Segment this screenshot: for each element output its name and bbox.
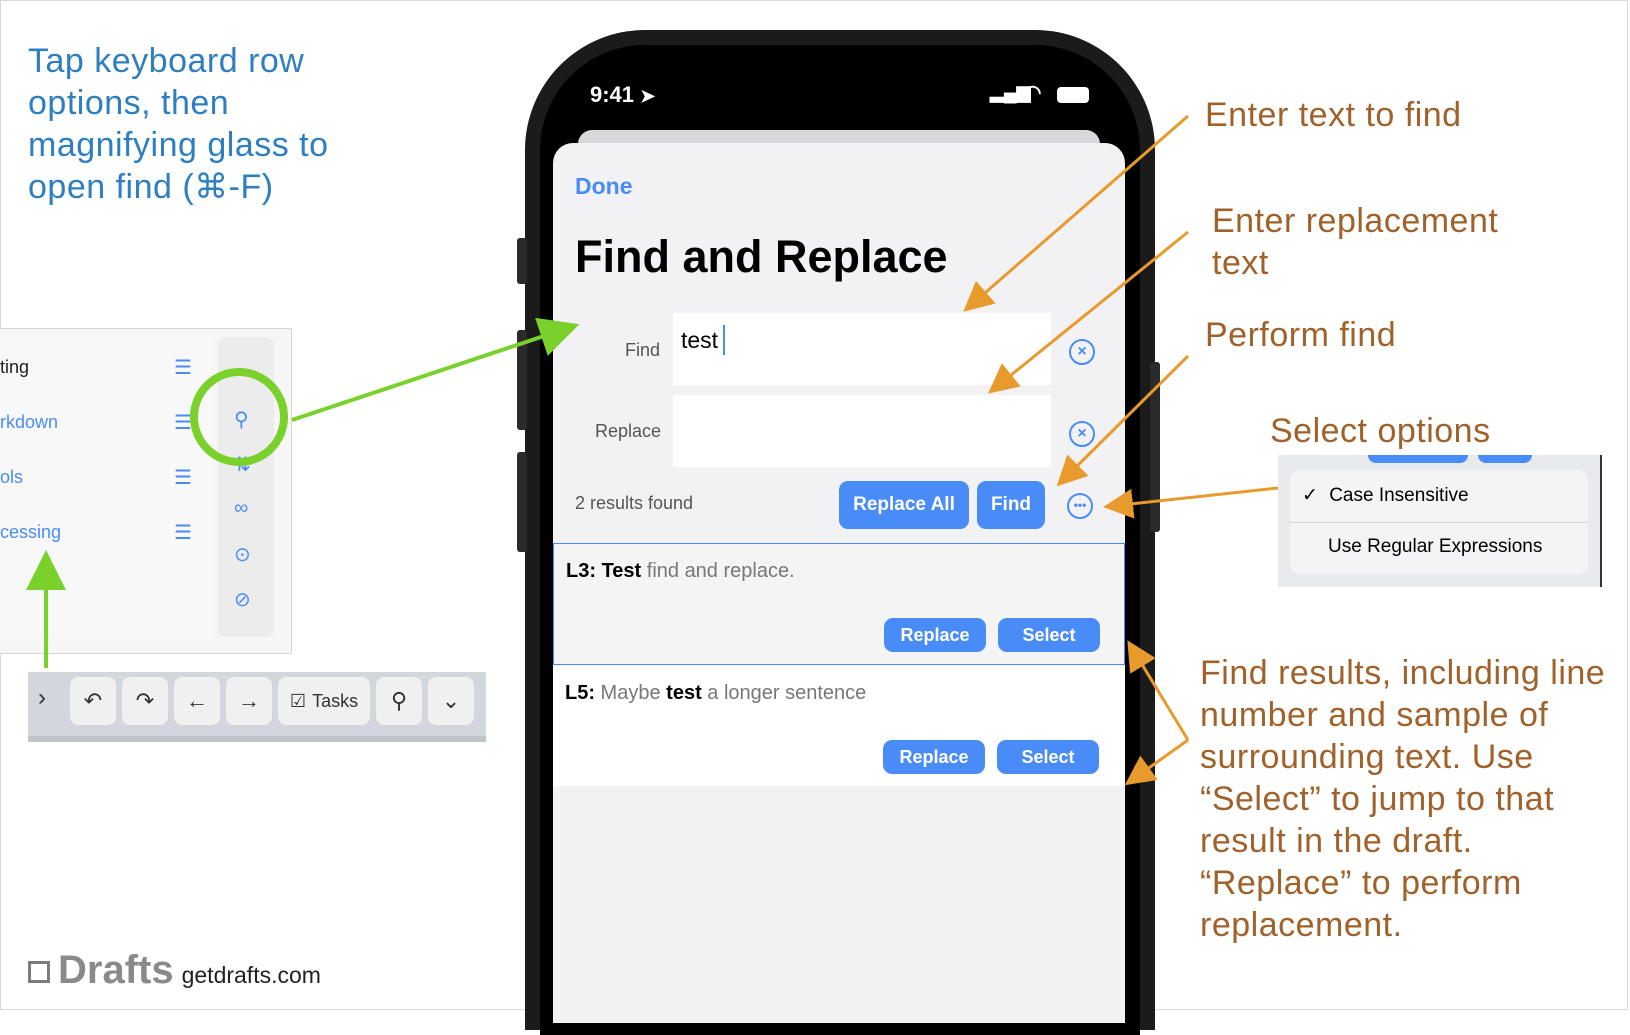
collapse-button[interactable]: ⌄ (428, 677, 474, 725)
tasks-button[interactable]: ☑Tasks (278, 677, 370, 725)
chevron-down-icon: ⌄ (441, 688, 461, 713)
options-annotation: Select options (1270, 412, 1491, 450)
battery-icon (1057, 87, 1089, 103)
replace-input[interactable] (673, 395, 1051, 467)
left-annotation: Tap keyboard row options, then magnifyin… (28, 42, 329, 206)
highlight-circle (190, 368, 288, 466)
more-options-icon[interactable]: ••• (1067, 493, 1093, 519)
find-button[interactable]: Find (977, 481, 1045, 529)
right-arrow-button[interactable]: → (226, 677, 272, 725)
arrow-to-result-1 (1127, 640, 1190, 741)
chevron-right-icon[interactable]: › (38, 684, 46, 711)
perform-annotation: Perform find (1205, 316, 1397, 354)
select-button[interactable]: Select (998, 618, 1100, 652)
text-cursor (723, 325, 725, 355)
panel-row-1[interactable]: ting (0, 357, 30, 377)
divider (1290, 522, 1588, 523)
result-text: L3: Test find and replace. (566, 560, 795, 582)
results-annotation: Find results, including line number and … (1200, 654, 1606, 944)
status-time: 9:41 ➤ (590, 82, 656, 107)
keyboard-toolbar: › ↶ ↷ ← → ☑Tasks ⚲ ⌄ (28, 672, 486, 742)
clear-find-icon[interactable]: × (1069, 339, 1095, 365)
page-title: Find and Replace (575, 231, 948, 282)
undo-button[interactable]: ↶ (70, 677, 116, 725)
arrow-to-options (1103, 486, 1279, 519)
result-row-1[interactable]: L3: Test find and replace. Replace Selec… (553, 543, 1125, 665)
button-edge (1368, 455, 1468, 463)
panel-row-4[interactable]: cessing (0, 522, 62, 542)
find-input-value: test (681, 327, 719, 353)
location-icon: ➤ (640, 86, 656, 106)
side-button (517, 452, 527, 552)
link-icon[interactable]: ∞ (234, 497, 249, 519)
clear-replace-icon[interactable]: × (1069, 421, 1095, 447)
arrow-to-phone (291, 317, 580, 422)
done-button[interactable]: Done (575, 173, 633, 199)
redo-icon: ↷ (135, 688, 155, 713)
find-input[interactable]: test (673, 313, 1051, 385)
more-icon[interactable]: ⊙ (234, 544, 251, 566)
arrow-to-replace-field (988, 230, 1189, 394)
list-icon: ☰ (174, 467, 192, 489)
drafts-logo-icon (28, 961, 50, 983)
button-edge (1478, 455, 1532, 463)
find-label: Find (625, 340, 661, 360)
replace-annotation-1: Enter replacement (1212, 202, 1499, 240)
result-text: L5: Maybe test a longer sentence (565, 682, 867, 704)
panel-row-3[interactable]: ols (0, 467, 24, 487)
branding: Drafts getdrafts.com (28, 948, 321, 993)
arrow-to-find-button (1056, 354, 1190, 487)
results-count: 2 results found (575, 493, 694, 513)
arrow-to-result-2 (1124, 738, 1189, 786)
arrow-right-icon: → (238, 688, 260, 713)
find-annotation: Enter text to find (1205, 96, 1462, 134)
replace-button[interactable]: Replace (883, 740, 985, 774)
options-popover: ✓ Case Insensitive Use Regular Expressio… (1290, 470, 1588, 574)
panel-row-2[interactable]: rkdown (0, 412, 59, 432)
list-icon: ☰ (174, 522, 192, 544)
annotation-arrows (26, 114, 1279, 786)
signal-icon: ▂▄▆ (990, 82, 1031, 102)
tasks-label: Tasks (312, 690, 359, 711)
side-button (517, 238, 527, 284)
checkmark-icon: ✓ (1302, 485, 1318, 506)
replace-annotation-2: text (1212, 244, 1269, 282)
redo-button[interactable]: ↷ (122, 677, 168, 725)
drafts-url[interactable]: getdrafts.com (181, 962, 321, 988)
replace-all-button[interactable]: Replace All (839, 481, 969, 529)
select-button[interactable]: Select (997, 740, 1099, 774)
list-icon: ☰ (174, 357, 192, 379)
drafts-logo-text: Drafts (58, 948, 174, 992)
arrow-left-icon: ← (186, 688, 208, 713)
checkbox-icon: ☑ (289, 690, 307, 711)
option-case-insensitive[interactable]: ✓ Case Insensitive (1302, 485, 1469, 506)
replace-button[interactable]: Replace (884, 618, 986, 652)
left-arrow-button[interactable]: ← (174, 677, 220, 725)
replace-label: Replace (595, 421, 662, 441)
eye-slash-icon[interactable]: ⊘ (234, 589, 251, 611)
list-icon: ☰ (174, 412, 192, 434)
side-button (1150, 362, 1160, 532)
result-row-2[interactable]: L5: Maybe test a longer sentence Replace… (553, 666, 1125, 786)
search-button[interactable]: ⚲ (376, 677, 422, 725)
wifi-icon: ◠ (1024, 82, 1042, 104)
arrow-to-find-field (963, 114, 1189, 312)
undo-icon: ↶ (83, 688, 103, 713)
side-button (517, 330, 527, 430)
search-icon: ⚲ (390, 688, 408, 713)
option-regex[interactable]: Use Regular Expressions (1328, 536, 1543, 557)
